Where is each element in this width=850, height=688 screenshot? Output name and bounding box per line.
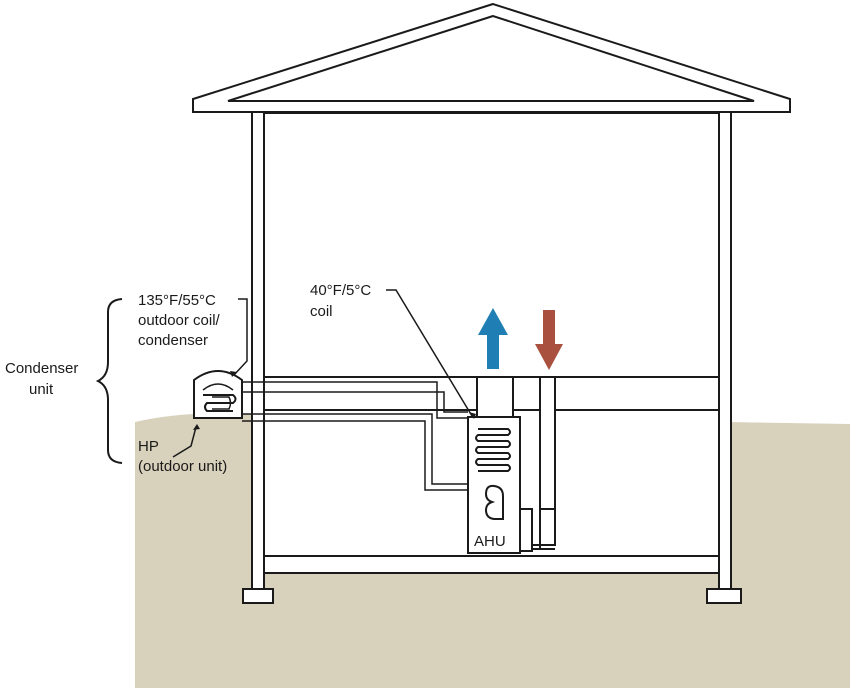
- arrow-up-icon: [478, 308, 508, 369]
- coil-icon: [475, 428, 511, 472]
- leader-lines: [172, 289, 473, 458]
- arrow-down-icon: [535, 310, 563, 370]
- condenser-unit: [193, 370, 243, 419]
- supply-duct: [476, 376, 514, 418]
- condenser-unit-label: Condenser unit: [5, 360, 83, 398]
- ahu-label: AHU: [474, 533, 506, 550]
- house-walls: [242, 111, 742, 604]
- indoor-coil-label: 40°F/5°C coil: [310, 282, 375, 320]
- foundation-slab: [263, 555, 720, 574]
- blower-fan-icon: [484, 484, 504, 520]
- refrigerant-lines: [242, 381, 468, 491]
- roof: [192, 2, 791, 113]
- outdoor-coil-label: 135°F/55°C outdoor coil/ condenser: [138, 292, 224, 349]
- condenser-brace: [95, 298, 123, 464]
- heat-pump-label: HP (outdoor unit): [138, 438, 227, 475]
